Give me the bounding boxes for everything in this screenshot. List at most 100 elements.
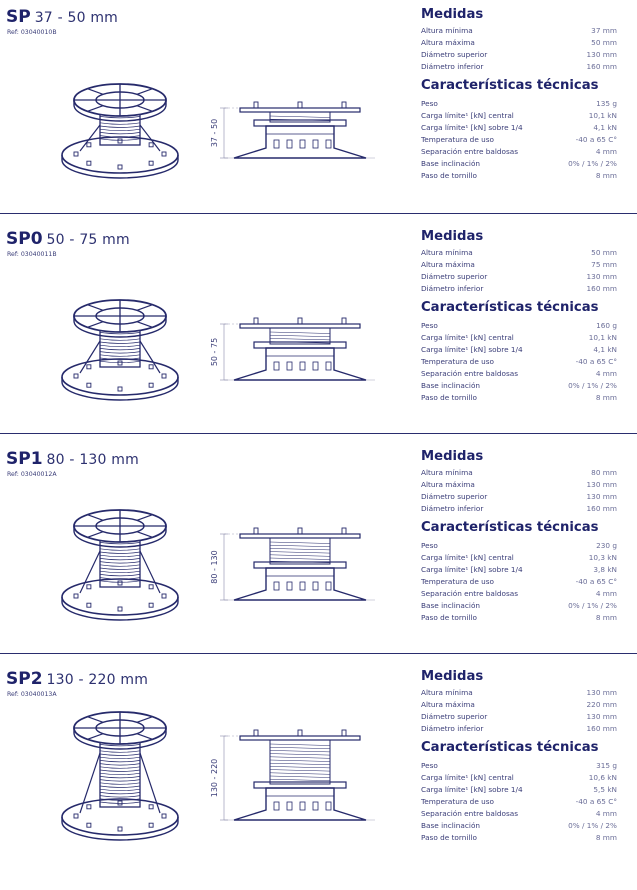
spec-label: Diámetro inferior xyxy=(421,62,484,71)
spec-row: Diámetro inferior 160 mm xyxy=(421,61,617,73)
pedestal-isometric-image xyxy=(55,482,185,622)
spec-value: -40 a 65 C° xyxy=(575,577,617,586)
spec-value: 160 mm xyxy=(586,504,617,513)
spec-value: 160 mm xyxy=(586,724,617,733)
spec-label: Altura mínima xyxy=(421,688,473,697)
spec-value: 4,1 kN xyxy=(593,123,617,132)
spec-label: Separación entre baldosas xyxy=(421,809,519,818)
technical-list: Peso 160 g Carga límite¹ [kN] central 10,1 … xyxy=(421,320,617,404)
spec-value: 37 mm xyxy=(591,26,617,35)
spec-row: Altura máxima 130 mm xyxy=(421,479,617,491)
spec-value: -40 a 65 C° xyxy=(575,135,617,144)
spec-value: 0% / 1% / 2% xyxy=(568,159,617,168)
spec-label: Diámetro superior xyxy=(421,50,488,59)
spec-label: Base inclinación xyxy=(421,381,481,390)
spec-label: Temperatura de uso xyxy=(421,797,495,806)
spec-value: 3,8 kN xyxy=(593,565,617,574)
spec-value: 4 mm xyxy=(595,369,617,378)
product-code: SP0 xyxy=(6,229,43,249)
product-code: SP xyxy=(6,7,31,27)
spec-value: 160 mm xyxy=(586,62,617,71)
spec-value: 4 mm xyxy=(595,809,617,818)
product-code: SP2 xyxy=(6,669,43,689)
spec-value: 8 mm xyxy=(595,833,617,842)
spec-row: Separación entre baldosas 4 mm xyxy=(421,588,617,600)
spec-label: Altura máxima xyxy=(421,260,475,269)
spec-row: Diámetro inferior 160 mm xyxy=(421,283,617,295)
spec-value: 10,1 kN xyxy=(588,111,617,120)
spec-label: Paso de tornillo xyxy=(421,833,477,842)
spec-value: 230 g xyxy=(596,541,617,550)
spec-label: Carga límite¹ [kN] sobre 1/4 xyxy=(421,345,523,354)
spec-value: 160 mm xyxy=(586,284,617,293)
spec-value: -40 a 65 C° xyxy=(575,357,617,366)
spec-value: 10,1 kN xyxy=(588,333,617,342)
spec-row: Carga límite¹ [kN] central 10,1 kN xyxy=(421,332,617,344)
spec-value: 130 mm xyxy=(586,492,617,501)
section-divider xyxy=(0,433,637,434)
spec-label: Diámetro inferior xyxy=(421,504,484,513)
spec-label: Carga límite¹ [kN] central xyxy=(421,333,514,342)
spec-value: 4 mm xyxy=(595,589,617,598)
pedestal-isometric-image xyxy=(55,262,185,402)
product-ref: Ref: 03040013A xyxy=(7,691,57,698)
spec-value: 10,3 kN xyxy=(588,553,617,562)
spec-row: Base inclinación 0% / 1% / 2% xyxy=(421,380,617,392)
spec-value: 160 g xyxy=(596,321,617,330)
spec-value: -40 a 65 C° xyxy=(575,797,617,806)
spec-value: 75 mm xyxy=(591,260,617,269)
spec-value: 0% / 1% / 2% xyxy=(568,381,617,390)
measures-heading: Medidas xyxy=(421,669,484,684)
spec-label: Peso xyxy=(421,99,438,108)
spec-value: 10,6 kN xyxy=(588,773,617,782)
spec-row: Altura máxima 75 mm xyxy=(421,259,617,271)
pedestal-side-drawing: 50 - 75 xyxy=(210,262,380,412)
spec-label: Separación entre baldosas xyxy=(421,589,519,598)
spec-label: Altura mínima xyxy=(421,248,473,257)
spec-row: Temperatura de uso-40 a 65 C° xyxy=(421,356,617,368)
spec-value: 130 mm xyxy=(586,480,617,489)
spec-value: 50 mm xyxy=(591,248,617,257)
spec-row: Altura mínima 50 mm xyxy=(421,247,617,259)
spec-value: 0% / 1% / 2% xyxy=(568,821,617,830)
spec-row: Separación entre baldosas 4 mm xyxy=(421,808,617,820)
measures-heading: Medidas xyxy=(421,7,484,22)
spec-label: Peso xyxy=(421,321,438,330)
product-ref: Ref: 03040011B xyxy=(7,251,57,258)
section-divider xyxy=(0,653,637,654)
product-ref: Ref: 03040012A xyxy=(7,471,57,478)
spec-value: 315 g xyxy=(596,761,617,770)
spec-label: Diámetro inferior xyxy=(421,284,484,293)
spec-value: 130 mm xyxy=(586,272,617,281)
spec-value: 0% / 1% / 2% xyxy=(568,601,617,610)
measures-heading: Medidas xyxy=(421,229,484,244)
spec-row: Temperatura de uso-40 a 65 C° xyxy=(421,134,617,146)
spec-value: 8 mm xyxy=(595,613,617,622)
spec-label: Altura máxima xyxy=(421,480,475,489)
spec-label: Altura mínima xyxy=(421,468,473,477)
